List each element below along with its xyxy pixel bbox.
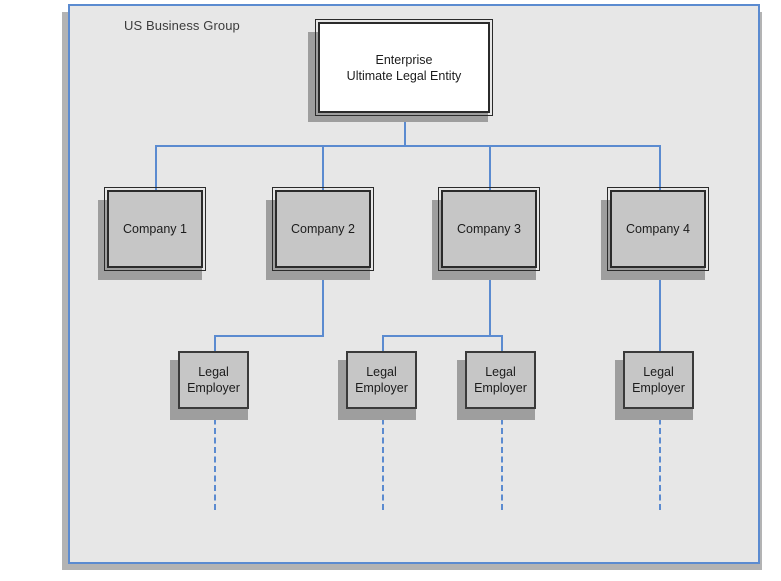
legal-employer-4-box[interactable]: Legal Employer xyxy=(623,351,694,409)
legal-employer-2-label-line-2: Employer xyxy=(355,381,408,395)
group-title: US Business Group xyxy=(124,18,240,33)
connector-bus-to-company-1 xyxy=(155,145,157,191)
connector-bus-to-company-4 xyxy=(659,145,661,191)
company-4-label: Company 4 xyxy=(626,222,690,236)
enterprise-label-line-1: Enterprise xyxy=(375,52,433,67)
company-2-label: Company 2 xyxy=(291,222,355,236)
company-1-label: Company 1 xyxy=(123,222,187,236)
company-4-box[interactable]: Company 4 xyxy=(607,187,709,271)
legal-employer-1-label-line-1: Legal xyxy=(198,365,229,379)
connector-to-legal-employer-2 xyxy=(382,335,384,353)
legal-employer-3-label-line-1: Legal xyxy=(485,365,516,379)
connector-to-legal-employer-3 xyxy=(501,335,503,353)
dashed-continuation-1 xyxy=(214,409,216,510)
legal-employer-1-label-line-2: Employer xyxy=(187,381,240,395)
connector-company-3-down xyxy=(489,268,491,337)
company-2-box[interactable]: Company 2 xyxy=(272,187,374,271)
connector-company-4-to-legal-employer-4 xyxy=(659,268,661,353)
connector-bus-to-company-2 xyxy=(322,145,324,191)
connector-enterprise-down xyxy=(404,113,406,146)
legal-employer-4-label-line-2: Employer xyxy=(632,381,685,395)
dashed-continuation-2 xyxy=(382,409,384,510)
legal-employer-3-label-line-2: Employer xyxy=(474,381,527,395)
enterprise-label-line-2: Ultimate Legal Entity xyxy=(346,68,462,83)
company-3-box[interactable]: Company 3 xyxy=(438,187,540,271)
connector-company-bus xyxy=(155,145,660,147)
connector-to-legal-employer-1 xyxy=(214,335,216,353)
company-3-label: Company 3 xyxy=(457,222,521,236)
company-1-box[interactable]: Company 1 xyxy=(104,187,206,271)
legal-employer-2-label-line-1: Legal xyxy=(366,365,397,379)
legal-employer-2-box[interactable]: Legal Employer xyxy=(346,351,417,409)
connector-company-2-elbow xyxy=(214,335,324,337)
enterprise-box[interactable]: Enterprise Ultimate Legal Entity xyxy=(315,19,493,116)
connector-company-2-down xyxy=(322,268,324,337)
connector-company-3-bus xyxy=(382,335,501,337)
dashed-continuation-4 xyxy=(659,409,661,510)
connector-bus-to-company-3 xyxy=(489,145,491,191)
dashed-continuation-3 xyxy=(501,409,503,510)
legal-employer-1-box[interactable]: Legal Employer xyxy=(178,351,249,409)
legal-employer-3-box[interactable]: Legal Employer xyxy=(465,351,536,409)
legal-employer-4-label-line-1: Legal xyxy=(643,365,674,379)
